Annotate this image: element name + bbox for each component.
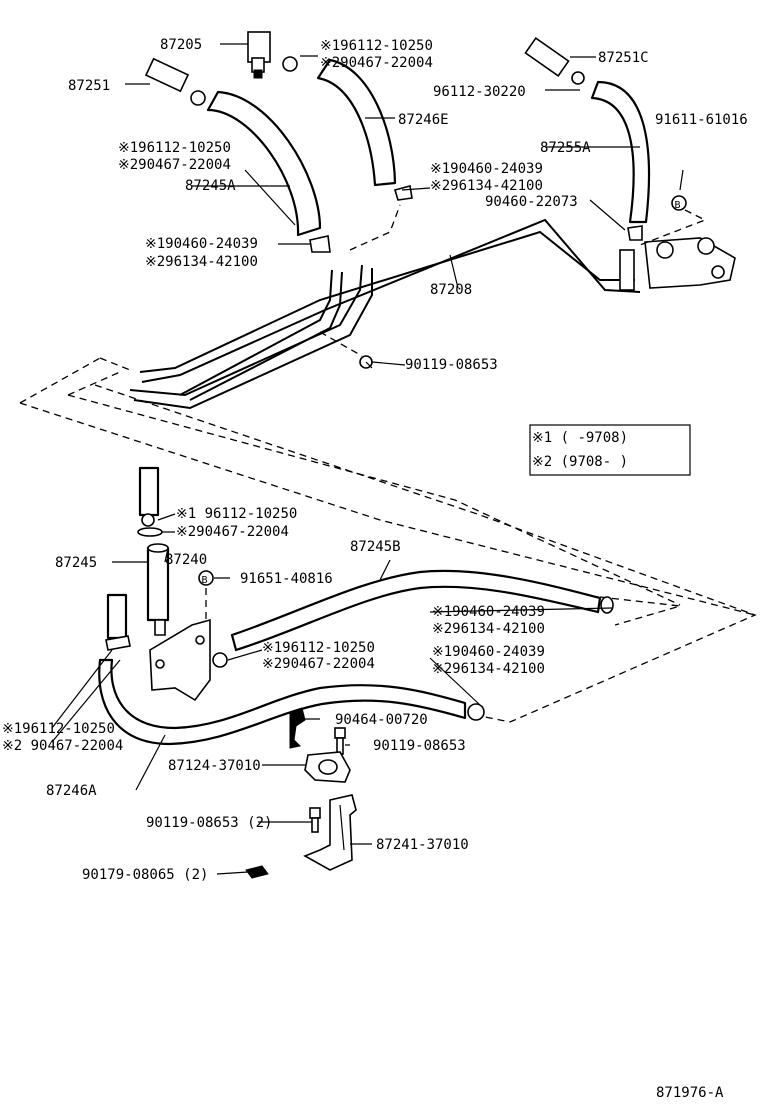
- label-196112-b2: ※196112-10250: [262, 640, 375, 656]
- label-296134-left: ※296134-42100: [145, 254, 258, 270]
- clip-90464: [289, 707, 306, 749]
- label-87241: 87241-37010: [376, 837, 469, 853]
- hose-87255a: [590, 80, 651, 224]
- clamp-87245b: [600, 596, 614, 614]
- heater-valve-assembly: [619, 237, 736, 291]
- clamp-87245: [105, 635, 131, 651]
- clamp-stub-top: [141, 513, 155, 527]
- label-290467-b3: ※2 90467-22004: [2, 738, 123, 754]
- bolt-marker-b-upper: B: [671, 195, 687, 211]
- label-90119-top: 90119-08653: [405, 357, 498, 373]
- clamp-87246a-2: [212, 652, 228, 668]
- label-96112: 96112-30220: [433, 84, 526, 100]
- leaders-upper: [125, 43, 684, 366]
- bolt-90119-pair: [309, 807, 321, 833]
- hose-87246a: [98, 658, 467, 746]
- label-87246e: 87246E: [398, 112, 449, 128]
- clamp-upper-2: [393, 185, 413, 201]
- label-90464: 90464-00720: [335, 712, 428, 728]
- hose-87245a: [206, 90, 322, 237]
- label-87240: 87240: [165, 552, 207, 568]
- label-90460: 90460-22073: [485, 194, 578, 210]
- label-196112-b1: ※1 96112-10250: [176, 506, 297, 522]
- lower-dashed-outline: [94, 384, 757, 723]
- label-87255a: 87255A: [540, 140, 591, 156]
- nut-90179: [245, 865, 269, 879]
- label-note-1: ※1 ( -9708): [532, 430, 628, 446]
- dash-87246e: [349, 204, 401, 251]
- upper-dashed-outline-inner: [67, 371, 681, 606]
- label-290467-top: ※290467-22004: [320, 55, 433, 71]
- label-90119-pair: 90119-08653 (2): [146, 815, 272, 831]
- fitting-87251c: [524, 37, 585, 85]
- clamp-87246a: [467, 703, 485, 721]
- label-87245b: 87245B: [350, 539, 401, 555]
- label-196112-b3: ※196112-10250: [2, 721, 115, 737]
- bracket-87240: [149, 618, 211, 702]
- clamp-upper-1: [282, 56, 298, 72]
- bolt-marker-b-lower: B: [198, 570, 214, 586]
- label-296134-b1: ※296134-42100: [432, 621, 545, 637]
- clamp-stub-top-2: [137, 527, 163, 537]
- clamp-upper-4: [627, 225, 643, 241]
- label-87251c: 87251C: [598, 50, 649, 66]
- hose-87245: [106, 593, 128, 640]
- label-90119-b: 90119-08653: [373, 738, 466, 754]
- label-290467-left: ※290467-22004: [118, 157, 231, 173]
- label-296134-b2: ※296134-42100: [432, 661, 545, 677]
- clamp-upper-3: [309, 235, 331, 253]
- hose-stub-top: [138, 466, 160, 517]
- note-box: [529, 424, 691, 476]
- label-290467-b1: ※290467-22004: [176, 524, 289, 540]
- label-figure-number: 871976-A: [656, 1085, 724, 1101]
- label-190460-left: ※190460-24039: [145, 236, 258, 252]
- lower-dashed-outline-2: [599, 596, 681, 626]
- label-87246a: 87246A: [46, 783, 97, 799]
- label-91651: 91651-40816: [240, 571, 333, 587]
- pipe-87240-end: [147, 543, 169, 553]
- bolt-90119-lower: [334, 727, 346, 755]
- label-190460-b1: ※190460-24039: [432, 604, 545, 620]
- hose-87245b: [230, 569, 602, 652]
- gasket-87124-hole: [318, 759, 338, 775]
- label-note-2: ※2 (9708- ): [532, 454, 628, 470]
- label-290467-b2: ※290467-22004: [262, 656, 375, 672]
- label-190460-b2: ※190460-24039: [432, 644, 545, 660]
- hose-87246e: [316, 58, 397, 187]
- pipe-87208: [129, 218, 641, 410]
- svg-text:B: B: [202, 575, 208, 586]
- label-87124: 87124-37010: [168, 758, 261, 774]
- fitting-87205: [247, 31, 271, 79]
- svg-text:B: B: [675, 200, 681, 211]
- label-87245a: 87245A: [185, 178, 236, 194]
- label-87245: 87245: [55, 555, 97, 571]
- label-87208: 87208: [430, 282, 472, 298]
- leaders-lower: [51, 513, 613, 875]
- label-91611: 91611-61016: [655, 112, 748, 128]
- label-190460-mid: ※190460-24039: [430, 161, 543, 177]
- fitting-87251: [144, 57, 206, 106]
- label-196112-left: ※196112-10250: [118, 140, 231, 156]
- label-196112-top: ※196112-10250: [320, 38, 433, 54]
- bracket-87241: [303, 794, 357, 871]
- label-87251: 87251: [68, 78, 110, 94]
- label-90179: 90179-08065 (2): [82, 867, 208, 883]
- label-296134-mid: ※296134-42100: [430, 178, 543, 194]
- upper-dashed-outline: [19, 357, 756, 616]
- label-87205: 87205: [160, 37, 202, 53]
